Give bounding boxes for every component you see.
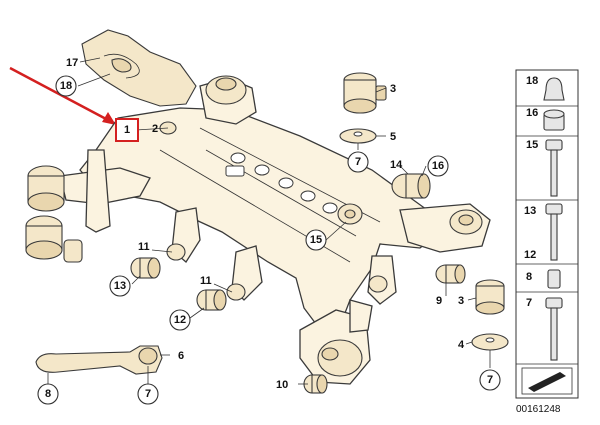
legend-13: 13 [524, 205, 536, 217]
callout-7b: 7 [145, 388, 151, 400]
heat-shield [81, 29, 197, 107]
callout-18-circle [55, 75, 77, 97]
callout-18: 18 [60, 80, 72, 92]
callout-15: 15 [310, 234, 322, 246]
part-13-bushing [130, 257, 161, 279]
callout-12: 12 [174, 314, 186, 326]
callout-6: 6 [178, 350, 184, 362]
callout-3: 3 [390, 83, 396, 95]
callout-13: 13 [114, 280, 126, 292]
callout-8: 8 [45, 388, 51, 400]
legend-18: 18 [526, 75, 538, 87]
callout-2: 2 [152, 123, 158, 135]
part-2-mount [343, 72, 387, 114]
legend-16: 16 [526, 107, 538, 119]
callout-11a: 11 [138, 241, 150, 253]
callout-7c: 7 [487, 374, 493, 386]
callout-8-circle [37, 383, 59, 405]
part-14-bushing [391, 173, 431, 199]
callout-9: 9 [436, 295, 442, 307]
part-9-bushing [435, 264, 466, 284]
part-3-mount-lower [475, 279, 505, 315]
callout-7c-circle [479, 369, 501, 391]
callout-16-circle [427, 155, 449, 177]
callout-7b-circle [137, 383, 159, 405]
callout-16: 16 [432, 160, 444, 172]
part-12-bushing [196, 289, 227, 311]
legend-15: 15 [526, 139, 538, 151]
flange-bolt-icon [545, 297, 563, 309]
callout-17: 17 [66, 57, 78, 69]
frame-bushings [25, 75, 483, 377]
hex-bolt-icon [545, 203, 563, 215]
rear-subframe [59, 77, 491, 385]
legend-8: 8 [526, 271, 532, 283]
highlight-arrow [9, 66, 116, 125]
callout-12-circle [169, 309, 191, 331]
part-8-arm [35, 345, 163, 375]
legend-7: 7 [526, 297, 532, 309]
callout-11b: 11 [200, 275, 212, 287]
callout-14: 14 [390, 159, 403, 171]
callout-4: 4 [458, 339, 465, 351]
callout-13-circle [109, 275, 131, 297]
callout-1: 1 [124, 124, 130, 136]
hardware-legend-panel: 18 16 15 13 12 8 7 [515, 69, 579, 399]
callout-7a: 7 [355, 156, 361, 168]
callout-7a-circle [347, 151, 369, 173]
diagram-id: 00161248 [516, 404, 561, 415]
callout-1-box [115, 118, 139, 142]
callouts: 17 18 1 2 3 5 7 14 16 15 11 13 11 12 9 3… [37, 57, 501, 405]
leader-lines [47, 57, 491, 385]
callout-15-circle [305, 229, 327, 251]
small-nut-icon [547, 269, 561, 289]
cap-nut-icon [543, 77, 565, 101]
callout-5: 5 [390, 131, 396, 143]
part-5-washer [339, 128, 377, 144]
callout-3b: 3 [458, 295, 464, 307]
hex-bolt-long-icon [545, 139, 563, 151]
callout-10: 10 [276, 379, 288, 391]
part-10-bushing [303, 374, 328, 394]
arrow-symbol-icon [528, 372, 566, 392]
part-4-washer [471, 333, 509, 351]
legend-12: 12 [524, 249, 536, 261]
